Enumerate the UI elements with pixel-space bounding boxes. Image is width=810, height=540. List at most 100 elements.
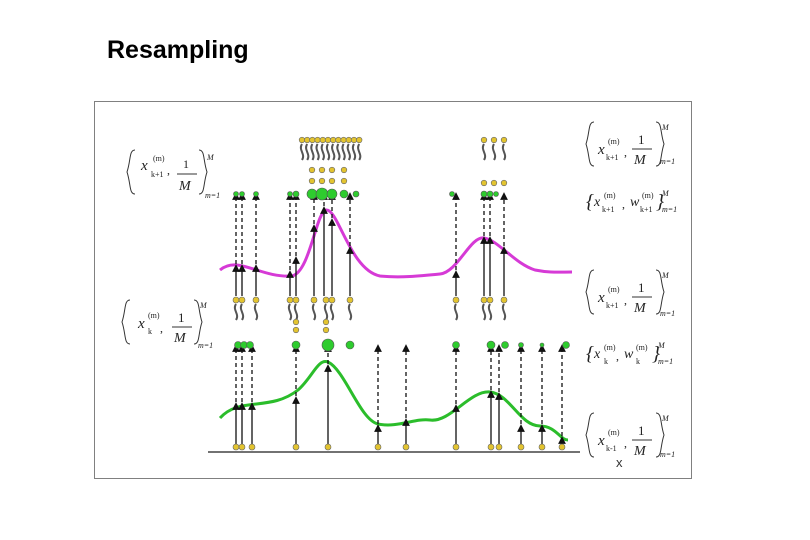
particle xyxy=(308,177,316,185)
weighted-particle xyxy=(339,189,349,199)
svg-text:(m): (m) xyxy=(608,285,620,294)
weighted-particle xyxy=(452,341,460,349)
particle xyxy=(495,443,503,451)
resample-arc xyxy=(357,143,362,161)
upper-propagation-lines xyxy=(232,192,508,296)
svg-text:(m): (m) xyxy=(636,343,648,352)
svg-text:k+1: k+1 xyxy=(606,153,619,162)
resample-arc xyxy=(331,143,336,161)
svg-text:,: , xyxy=(624,145,627,159)
resample-arc xyxy=(311,303,317,321)
resample-arc xyxy=(341,143,346,161)
svg-text:x: x xyxy=(597,290,605,306)
particles xyxy=(232,136,570,451)
svg-text:k: k xyxy=(148,327,152,336)
svg-text:m=1: m=1 xyxy=(658,357,673,366)
slide-title: Resampling xyxy=(107,36,249,64)
particle xyxy=(314,136,321,144)
resample-arc xyxy=(501,303,507,321)
weighted-particle xyxy=(352,190,360,198)
svg-text:,: , xyxy=(624,436,627,450)
resample-arc xyxy=(347,303,353,321)
particle xyxy=(309,136,316,144)
svg-text:x: x xyxy=(597,142,605,158)
svg-text:M: M xyxy=(661,271,670,280)
svg-text:(m): (m) xyxy=(608,137,620,146)
particle xyxy=(310,296,318,304)
weighted-particle xyxy=(486,340,496,350)
particle xyxy=(330,136,337,144)
svg-text:M: M xyxy=(661,123,670,132)
particle xyxy=(452,296,460,304)
resample-arc xyxy=(336,143,341,161)
particle xyxy=(232,443,240,451)
particle xyxy=(374,443,382,451)
svg-text:1: 1 xyxy=(183,157,189,171)
svg-text:M: M xyxy=(633,301,647,316)
particle xyxy=(248,443,256,451)
svg-text:x: x xyxy=(593,347,601,362)
weighted-particle xyxy=(291,340,301,350)
resample-arc xyxy=(299,143,305,161)
weighted-particle xyxy=(321,338,335,352)
resample-arc xyxy=(351,143,357,161)
svg-text:k+1: k+1 xyxy=(640,205,653,214)
resample-arc xyxy=(310,143,315,161)
svg-text:x: x xyxy=(137,316,145,332)
svg-text:1: 1 xyxy=(638,132,645,147)
svg-text:w: w xyxy=(624,347,634,362)
weighted-particle xyxy=(326,188,338,200)
resample-arc xyxy=(293,303,299,321)
particle xyxy=(490,136,498,144)
particle xyxy=(238,443,246,451)
particle xyxy=(324,443,332,451)
formula-cur-weighted: { x (m) k , w (m) k } M m=1 xyxy=(586,341,673,366)
svg-text:{: { xyxy=(586,343,594,365)
svg-text:1: 1 xyxy=(638,423,645,438)
svg-text:k+1: k+1 xyxy=(606,301,619,310)
svg-text:M: M xyxy=(199,301,208,310)
svg-text:}: } xyxy=(652,343,660,365)
particle xyxy=(345,136,352,144)
particle xyxy=(500,296,508,304)
svg-text:k-1: k-1 xyxy=(606,444,617,453)
svg-text:m=1: m=1 xyxy=(198,341,213,350)
svg-text:,: , xyxy=(616,349,619,363)
svg-text:k+1: k+1 xyxy=(151,170,164,179)
particle xyxy=(538,443,546,451)
svg-text:M: M xyxy=(661,189,670,198)
resample-arc xyxy=(346,143,351,161)
svg-text:1: 1 xyxy=(638,280,645,295)
particle xyxy=(286,296,294,304)
particle xyxy=(322,296,330,304)
weighted-particle xyxy=(315,187,329,201)
particle xyxy=(487,443,495,451)
resample-arc xyxy=(315,143,320,161)
resample-arc xyxy=(305,143,310,161)
particle xyxy=(304,136,311,144)
particle xyxy=(480,136,488,144)
svg-text:M: M xyxy=(657,341,666,350)
weighted-particle xyxy=(480,190,488,198)
particle xyxy=(292,443,300,451)
resample-arc xyxy=(481,303,487,321)
particle xyxy=(356,136,363,144)
resample-arc xyxy=(501,143,507,161)
particle xyxy=(292,326,300,334)
svg-text:x: x xyxy=(597,433,605,449)
svg-text:x: x xyxy=(593,195,601,210)
lower-propagation-lines xyxy=(232,344,566,446)
particle xyxy=(319,136,326,144)
svg-text:}: } xyxy=(656,191,664,213)
magenta-likelihood-curve xyxy=(219,208,573,279)
svg-text:M: M xyxy=(178,179,192,194)
formula-next-uniform-right: x (m) k+1 , 1 M M m=1 xyxy=(585,121,675,168)
particle xyxy=(558,443,566,451)
particle xyxy=(318,166,326,174)
svg-text:(m): (m) xyxy=(642,191,654,200)
particle xyxy=(328,166,336,174)
formula-next-weighted: { x (m) k+1 , w (m) k+1 } M m=1 xyxy=(586,189,677,214)
particle xyxy=(328,177,336,185)
particle xyxy=(298,136,306,144)
weighted-particle xyxy=(246,341,254,349)
